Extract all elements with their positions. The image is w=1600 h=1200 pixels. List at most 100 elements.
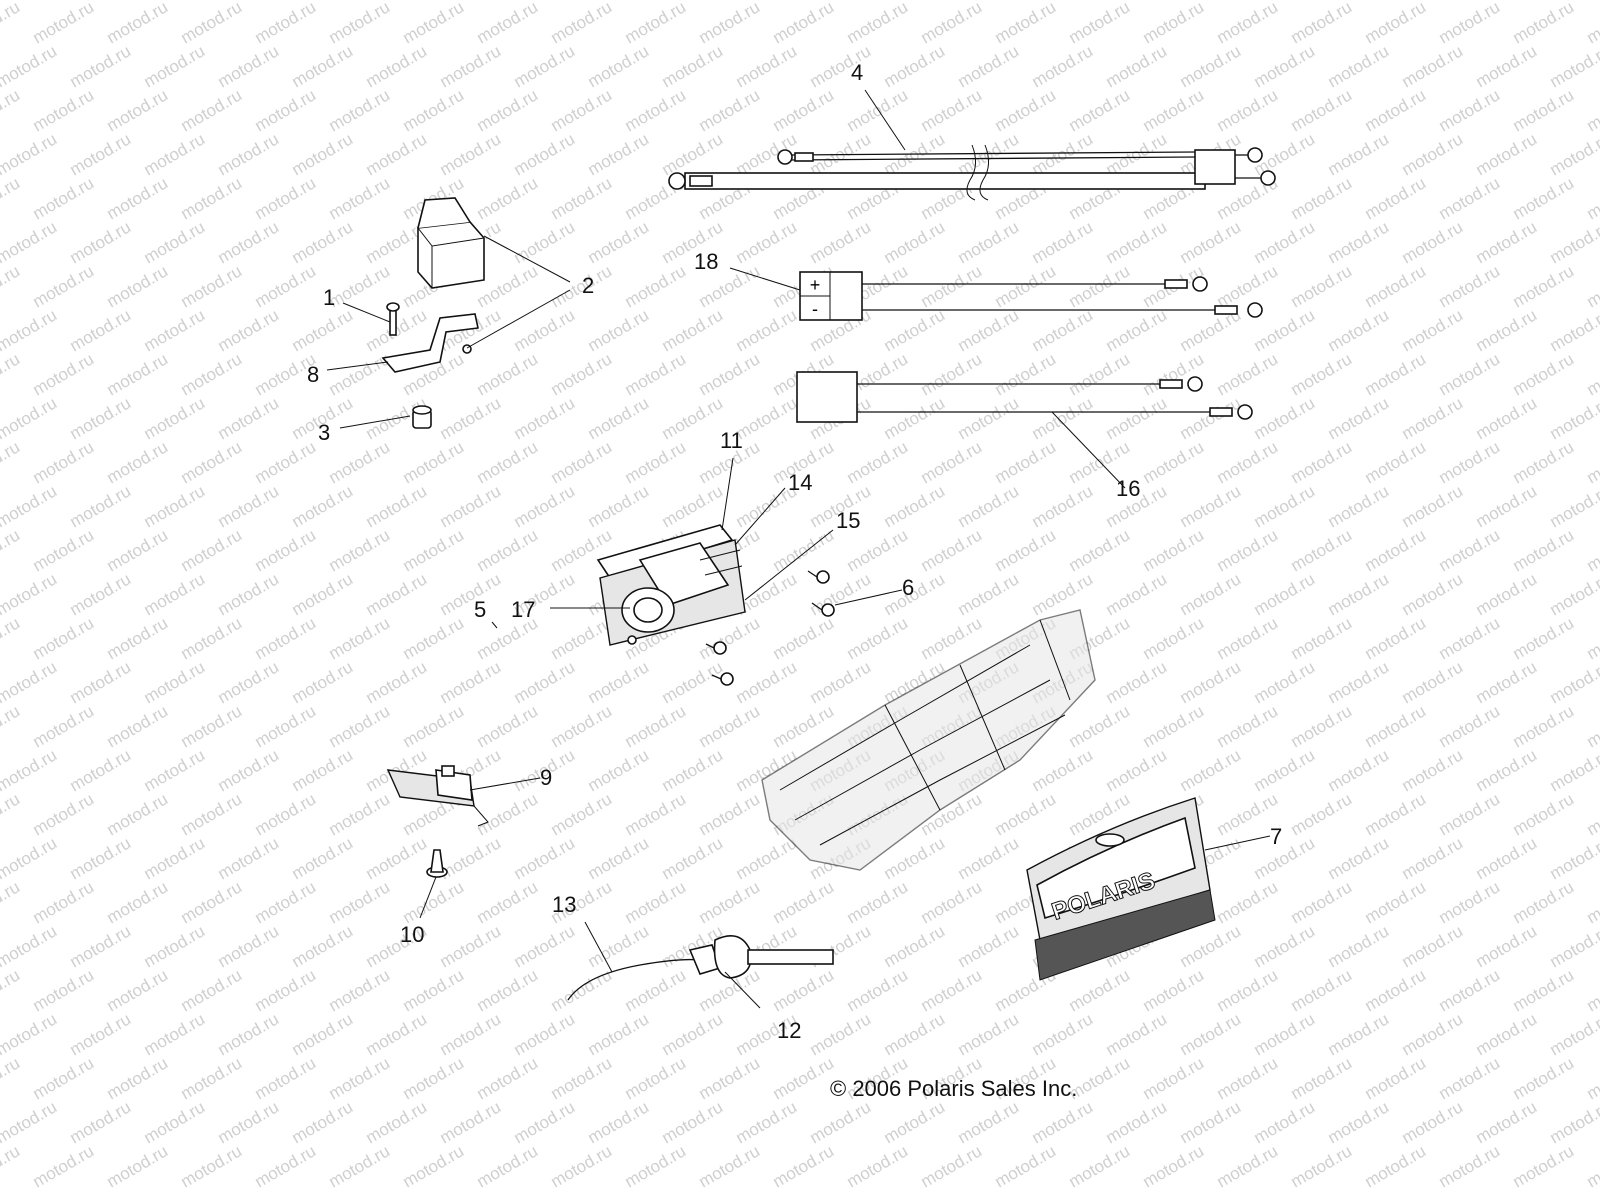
watermark-text: motod.ru — [622, 85, 690, 135]
watermark-text: motod.ru — [881, 1097, 949, 1147]
watermark-text: motod.ru — [437, 569, 505, 619]
watermark-text: motod.ru — [0, 437, 23, 487]
watermark-text: motod.ru — [1325, 305, 1393, 355]
watermark-text: motod.ru — [1584, 85, 1600, 135]
callout-8: 8 — [307, 362, 319, 387]
watermark-text: motod.ru — [1214, 965, 1282, 1015]
watermark-text: motod.ru — [1473, 745, 1541, 795]
watermark-text: motod.ru — [1584, 261, 1600, 311]
watermark-text: motod.ru — [918, 877, 986, 927]
watermark-text: motod.ru — [992, 1141, 1060, 1191]
watermark-text: motod.ru — [0, 1009, 60, 1059]
watermark-text: motod.ru — [1362, 437, 1430, 487]
watermark-text: motod.ru — [1140, 437, 1208, 487]
watermark-text: motod.ru — [807, 41, 875, 91]
watermark-text: motod.ru — [1473, 41, 1541, 91]
watermark-text: motod.ru — [1473, 1097, 1541, 1147]
watermark-text: motod.ru — [0, 745, 60, 795]
watermark-text: motod.ru — [807, 217, 875, 267]
watermark-text: motod.ru — [400, 1053, 468, 1103]
watermark-text: motod.ru — [1288, 437, 1356, 487]
watermark-text: motod.ru — [178, 261, 246, 311]
watermark-text: motod.ru — [918, 85, 986, 135]
watermark-text: motod.ru — [1325, 745, 1393, 795]
watermark-text: motod.ru — [1399, 41, 1467, 91]
watermark-text: motod.ru — [696, 701, 764, 751]
watermark-text: motod.ru — [1251, 1009, 1319, 1059]
watermark-text: motod.ru — [474, 701, 542, 751]
watermark-text: motod.ru — [1362, 613, 1430, 663]
watermark-text: motod.ru — [1177, 217, 1245, 267]
watermark-text: motod.ru — [400, 0, 468, 47]
watermark-text: motod.ru — [659, 1009, 727, 1059]
watermark-text: motod.ru — [474, 1141, 542, 1191]
watermark-text: motod.ru — [807, 1009, 875, 1059]
watermark-text: motod.ru — [548, 437, 616, 487]
watermark-text: motod.ru — [659, 1097, 727, 1147]
watermark-text: motod.ru — [585, 129, 653, 179]
watermark-text: motod.ru — [289, 1097, 357, 1147]
watermark-text: motod.ru — [67, 1097, 135, 1147]
watermark-text: motod.ru — [585, 745, 653, 795]
part-1-bolt — [386, 302, 400, 336]
part-6-screws — [705, 570, 835, 686]
watermark-text: motod.ru — [585, 481, 653, 531]
watermark-text: motod.ru — [696, 0, 764, 47]
watermark-text: motod.ru — [1288, 965, 1356, 1015]
watermark-text: motod.ru — [141, 217, 209, 267]
watermark-text: motod.ru — [30, 437, 98, 487]
watermark-text: motod.ru — [178, 85, 246, 135]
watermark-text: motod.ru — [474, 0, 542, 47]
watermark-text: motod.ru — [1473, 1009, 1541, 1059]
watermark-text: motod.ru — [1214, 525, 1282, 575]
watermark-text: motod.ru — [1510, 701, 1578, 751]
watermark-text: motod.ru — [844, 877, 912, 927]
watermark-text: motod.ru — [0, 481, 60, 531]
watermark-text: motod.ru — [1547, 305, 1600, 355]
watermark-text: motod.ru — [1177, 745, 1245, 795]
watermark-text: motod.ru — [1547, 1009, 1600, 1059]
watermark-text: motod.ru — [400, 85, 468, 135]
front-rack-assembly — [761, 609, 1096, 871]
watermark-text: motod.ru — [844, 437, 912, 487]
watermark-text: motod.ru — [1140, 85, 1208, 135]
watermark-text: motod.ru — [141, 1009, 209, 1059]
watermark-text: motod.ru — [1436, 437, 1504, 487]
watermark-text: motod.ru — [992, 349, 1060, 399]
watermark-text: motod.ru — [1103, 1097, 1171, 1147]
watermark-text: motod.ru — [326, 349, 394, 399]
callout-14: 14 — [788, 470, 812, 495]
watermark-text: motod.ru — [548, 1141, 616, 1191]
callout-5: 5 — [474, 597, 486, 622]
watermark-text: motod.ru — [1436, 789, 1504, 839]
watermark-text: motod.ru — [252, 613, 320, 663]
watermark-text: motod.ru — [548, 173, 616, 223]
watermark-text: motod.ru — [104, 1141, 172, 1191]
watermark-text: motod.ru — [104, 525, 172, 575]
watermark-text: motod.ru — [0, 349, 23, 399]
watermark-text: motod.ru — [252, 965, 320, 1015]
watermark-text: motod.ru — [1362, 789, 1430, 839]
watermark-text: motod.ru — [1029, 1009, 1097, 1059]
callout-12: 12 — [777, 1018, 801, 1043]
watermark-text: motod.ru — [1399, 129, 1467, 179]
watermark-text: motod.ru — [1251, 833, 1319, 883]
leader-lines — [326, 89, 1271, 1009]
watermark-text: motod.ru — [1399, 305, 1467, 355]
watermark-text: motod.ru — [1251, 921, 1319, 971]
watermark-text: motod.ru — [326, 613, 394, 663]
watermark-text: motod.ru — [511, 305, 579, 355]
watermark-text: motod.ru — [585, 41, 653, 91]
watermark-text: motod.ru — [104, 877, 172, 927]
watermark-text: motod.ru — [1103, 657, 1171, 707]
watermark-text: motod.ru — [178, 437, 246, 487]
watermark-text: motod.ru — [1066, 701, 1134, 751]
watermark-text: motod.ru — [326, 1141, 394, 1191]
watermark-text: motod.ru — [770, 85, 838, 135]
watermark-text: motod.ru — [104, 85, 172, 135]
watermark-text: motod.ru — [474, 173, 542, 223]
watermark-text: motod.ru — [30, 85, 98, 135]
watermark-text: motod.ru — [1288, 1053, 1356, 1103]
watermark-text: motod.ru — [67, 569, 135, 619]
watermark-text: motod.ru — [1325, 41, 1393, 91]
